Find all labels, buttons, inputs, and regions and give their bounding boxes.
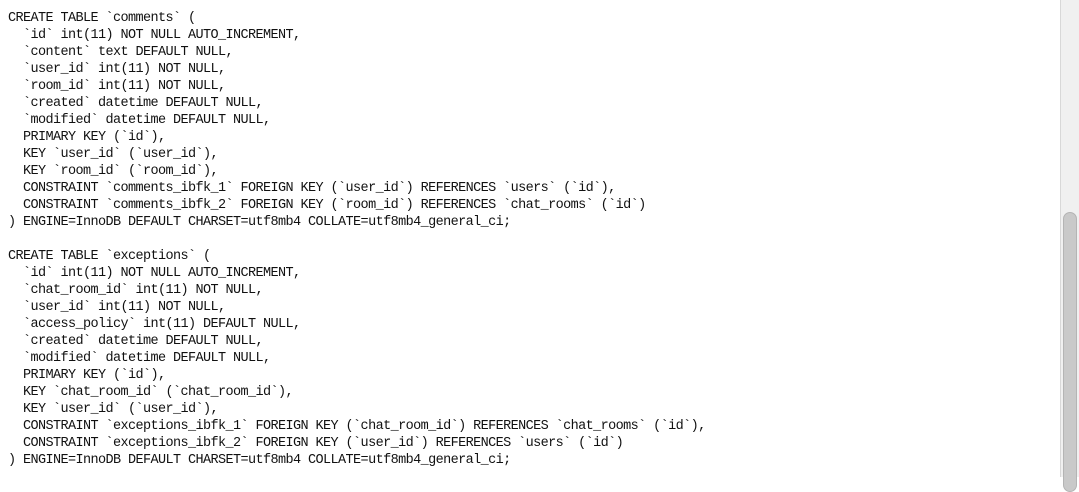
code-line: `created` datetime DEFAULT NULL, — [8, 334, 264, 349]
code-line — [8, 231, 706, 248]
code-line: KEY `user_id` (`user_id`), — [8, 402, 219, 417]
code-line: ) ENGINE=InnoDB DEFAULT CHARSET=utf8mb4 … — [8, 215, 511, 230]
code-line: `id` int(11) NOT NULL AUTO_INCREMENT, — [8, 28, 301, 43]
code-line: CREATE TABLE `comments` ( — [8, 11, 196, 26]
code-line: CONSTRAINT `comments_ibfk_2` FOREIGN KEY… — [8, 198, 646, 213]
code-line: KEY `chat_room_id` (`chat_room_id`), — [8, 385, 294, 400]
code-line: `chat_room_id` int(11) NOT NULL, — [8, 283, 264, 298]
code-text[interactable]: CREATE TABLE `comments` ( `id` int(11) N… — [8, 10, 706, 469]
scrollbar-thumb[interactable] — [1063, 212, 1077, 492]
code-line: PRIMARY KEY (`id`), — [8, 130, 166, 145]
code-line: `modified` datetime DEFAULT NULL, — [8, 351, 271, 366]
code-line: `access_policy` int(11) DEFAULT NULL, — [8, 317, 301, 332]
code-line: `user_id` int(11) NOT NULL, — [8, 62, 226, 77]
code-line: `user_id` int(11) NOT NULL, — [8, 300, 226, 315]
code-line: `modified` datetime DEFAULT NULL, — [8, 113, 271, 128]
code-line: CREATE TABLE `exceptions` ( — [8, 249, 211, 264]
code-line: ) ENGINE=InnoDB DEFAULT CHARSET=utf8mb4 … — [8, 453, 511, 468]
code-line: PRIMARY KEY (`id`), — [8, 368, 166, 383]
code-line: `id` int(11) NOT NULL AUTO_INCREMENT, — [8, 266, 301, 281]
code-line: KEY `user_id` (`user_id`), — [8, 147, 219, 162]
code-line: CONSTRAINT `exceptions_ibfk_2` FOREIGN K… — [8, 436, 624, 451]
code-line: KEY `room_id` (`room_id`), — [8, 164, 219, 179]
code-line: `room_id` int(11) NOT NULL, — [8, 79, 226, 94]
code-line: CONSTRAINT `exceptions_ibfk_1` FOREIGN K… — [8, 419, 706, 434]
code-line: `content` text DEFAULT NULL, — [8, 45, 234, 60]
code-editor[interactable]: CREATE TABLE `comments` ( `id` int(11) N… — [0, 0, 1060, 477]
vertical-scrollbar[interactable] — [1060, 0, 1079, 492]
code-line: `created` datetime DEFAULT NULL, — [8, 96, 264, 111]
code-line: CONSTRAINT `comments_ibfk_1` FOREIGN KEY… — [8, 181, 616, 196]
